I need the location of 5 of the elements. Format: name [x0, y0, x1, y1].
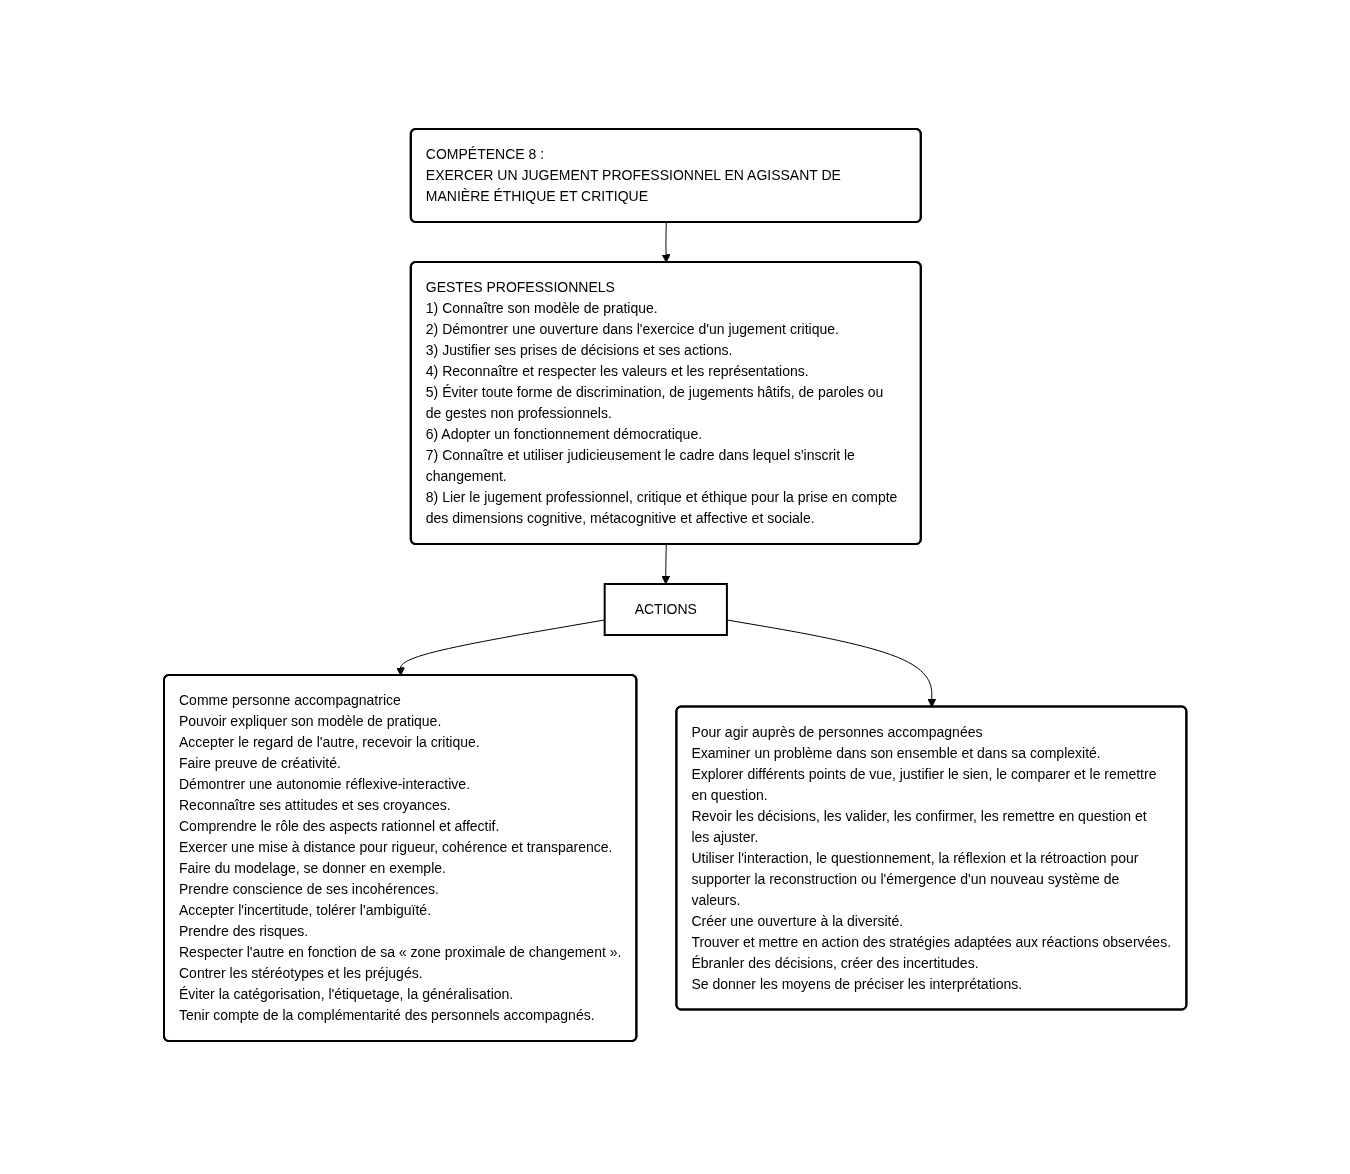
arrow	[661, 222, 671, 263]
arrow	[395, 619, 605, 676]
arrow	[661, 544, 670, 585]
node-box: ACTIONS	[603, 583, 728, 636]
arrow	[726, 619, 936, 708]
